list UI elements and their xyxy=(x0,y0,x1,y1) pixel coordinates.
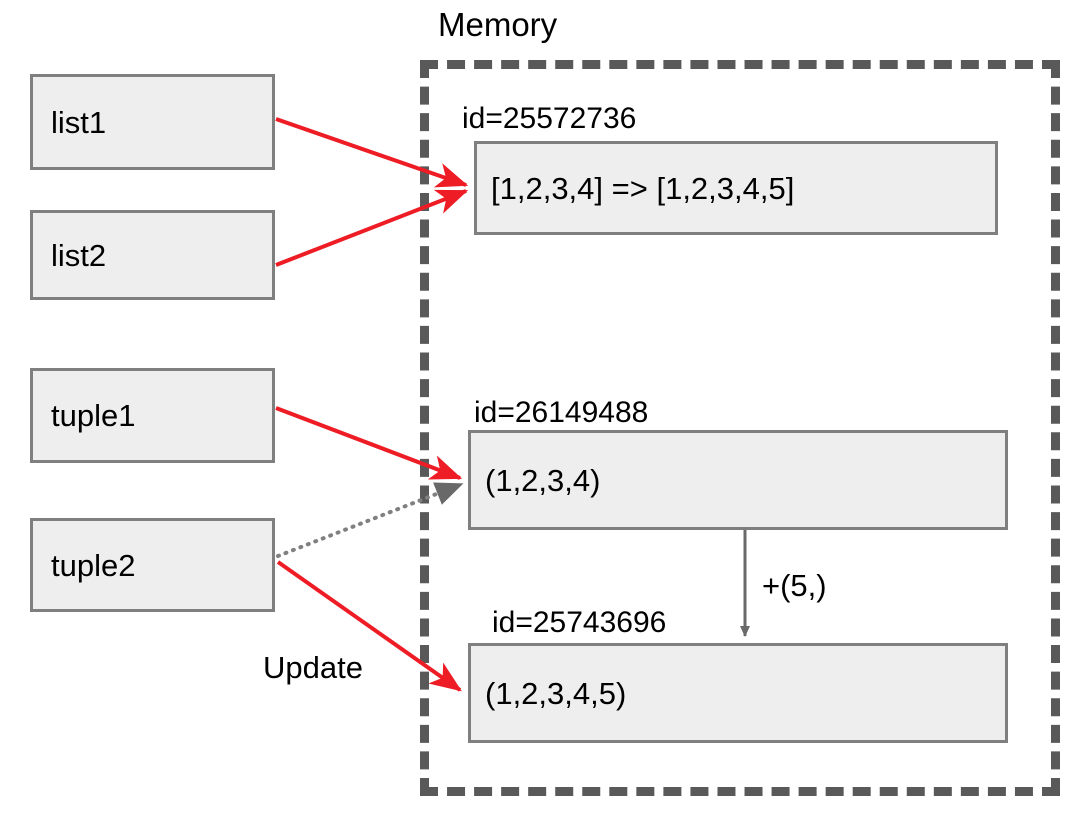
variable-box-tuple1[interactable]: tuple1 xyxy=(30,368,275,463)
variable-label-tuple2: tuple2 xyxy=(51,547,136,583)
memory-box-tuple-new[interactable]: (1,2,3,4,5) xyxy=(468,643,1008,743)
variable-label-tuple1: tuple1 xyxy=(51,398,136,433)
annotation-update-operation: Update xyxy=(263,650,363,685)
id-label-tuple-new: id=25743696 xyxy=(492,606,667,639)
annotation-concat-operation: +(5,) xyxy=(762,568,827,603)
memory-box-tuple-original[interactable]: (1,2,3,4) xyxy=(468,430,1008,530)
variable-box-list1[interactable]: list1 xyxy=(30,74,275,170)
variable-label-list2: list2 xyxy=(51,237,107,273)
memory-value-tuple-new: (1,2,3,4,5) xyxy=(485,675,627,711)
id-label-tuple-original: id=26149488 xyxy=(474,396,649,429)
variable-label-list1: list1 xyxy=(51,104,107,140)
memory-box-list-object[interactable]: [1,2,3,4] => [1,2,3,4,5] xyxy=(474,141,998,235)
memory-region-title: Memory xyxy=(438,6,558,43)
variable-box-tuple2[interactable]: tuple2 xyxy=(30,518,275,612)
variable-box-list2[interactable]: list2 xyxy=(30,210,275,300)
id-label-list-object: id=25572736 xyxy=(462,102,637,135)
memory-value-list-object: [1,2,3,4] => [1,2,3,4,5] xyxy=(491,170,795,206)
memory-value-tuple-original: (1,2,3,4) xyxy=(485,462,601,498)
